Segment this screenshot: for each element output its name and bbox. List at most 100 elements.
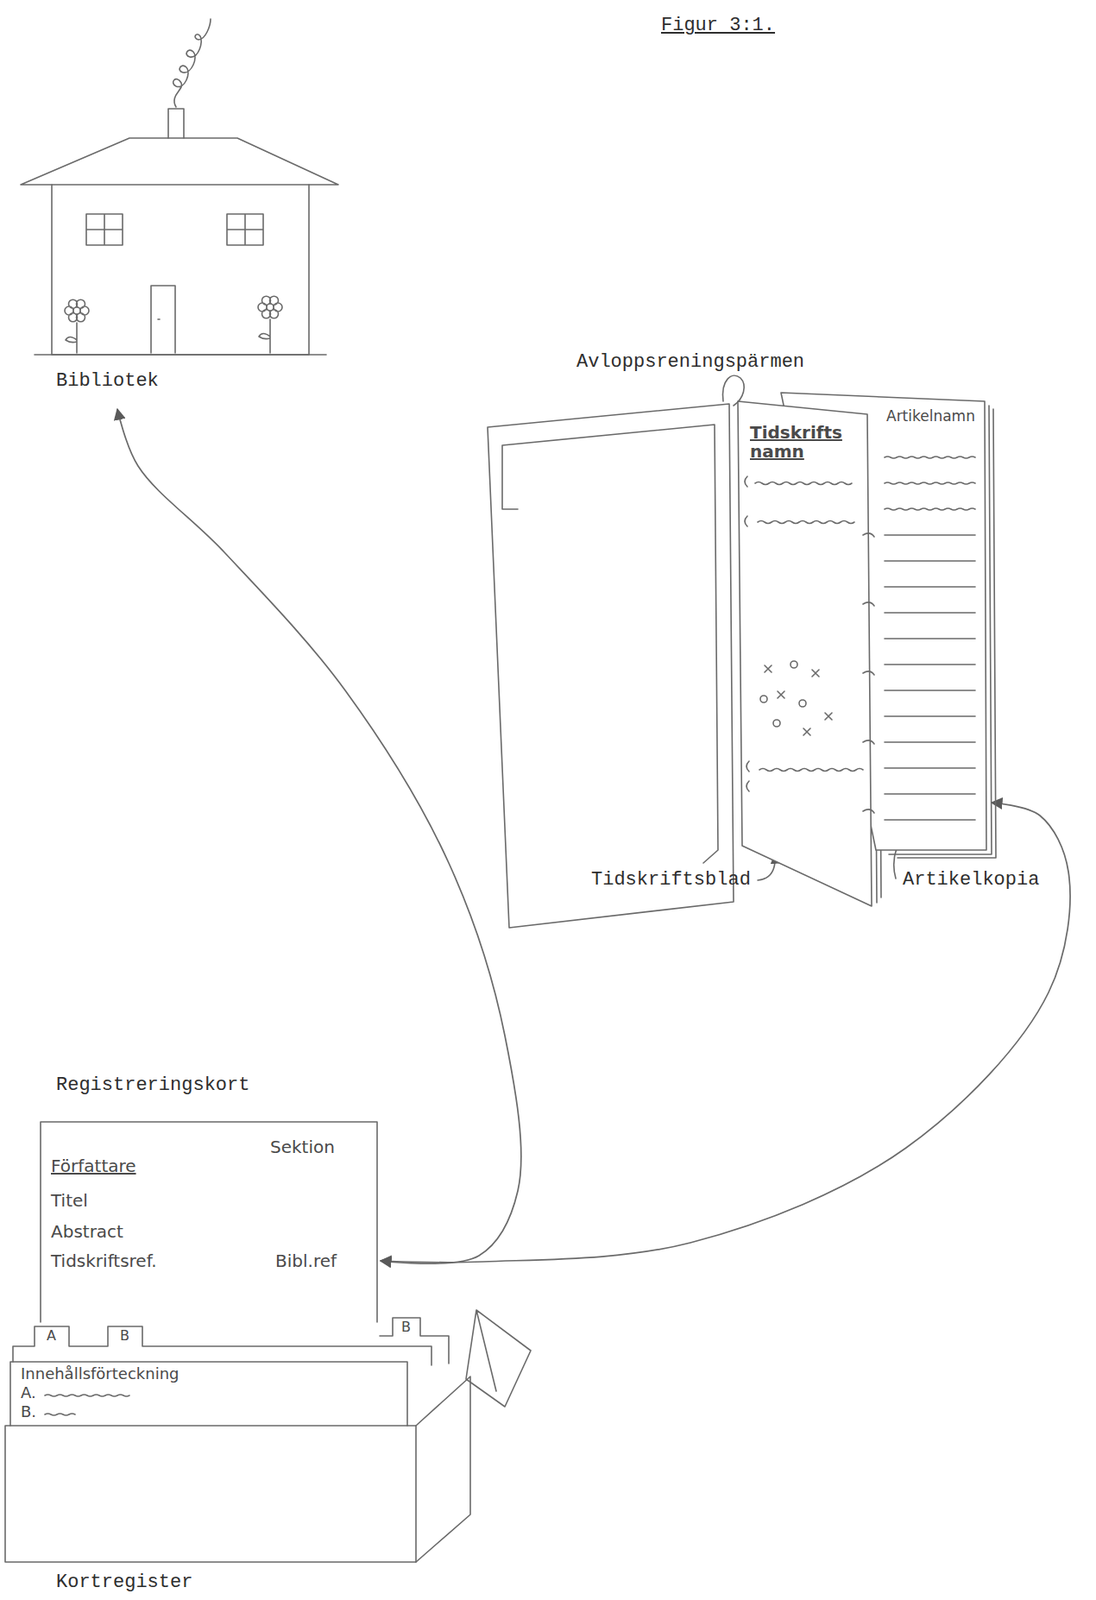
text-holder: Titel: [50, 1190, 89, 1210]
box-label: Kortregister: [56, 1572, 193, 1594]
text-holder: Tidskrifts namn: [749, 422, 854, 461]
text-line: [884, 456, 976, 459]
circle-mark: [799, 699, 807, 707]
text-line: [884, 793, 976, 795]
ground-line: [34, 353, 327, 356]
label-holder: B: [119, 1328, 130, 1344]
library-house: Bibliotek: [0, 0, 346, 406]
flower-stem: [65, 322, 77, 353]
drawing-group: [5, 1310, 531, 1563]
journal-page-label: Tidskriftsblad: [591, 869, 751, 891]
article-name: Artikelnamn: [886, 408, 976, 425]
circle-mark: [790, 661, 798, 668]
text-holder: Artikelkopia: [902, 869, 1040, 891]
binder-cover: [487, 403, 734, 928]
text-line: [884, 637, 976, 640]
card-field: Titel: [50, 1190, 89, 1210]
card-box: InnehållsförteckningA.B. Kortregister Regi…: [0, 1061, 544, 1597]
text-line: [884, 741, 976, 744]
circle-mark: [773, 719, 781, 727]
cross-mark: [777, 691, 785, 699]
binder: AvloppsreningspärmenTidskrifts namnTidsk…: [470, 345, 1010, 933]
smoke: [173, 18, 211, 108]
cross-mark: [825, 712, 832, 720]
label-holder: A: [46, 1328, 57, 1344]
card-field: Sektion: [270, 1137, 335, 1157]
text-holder: A.: [20, 1384, 37, 1402]
chimney: [168, 108, 184, 139]
text-line: [884, 508, 976, 511]
cross-mark: [812, 669, 819, 677]
journal-sheet: [737, 401, 872, 907]
text-holder: Bibl.ref: [275, 1251, 337, 1271]
title-holder: Figur 3:1.: [661, 15, 775, 37]
label-holder: B: [401, 1319, 411, 1336]
registration-card: RegistreringskortFörfattareSektionTitelA…: [40, 1121, 378, 1323]
flower-stem: [258, 319, 271, 353]
text-holder: Bibliotek: [56, 371, 159, 392]
scribble: [755, 482, 852, 486]
figure-title: Figur 3:1.: [661, 15, 775, 37]
text-line: [884, 534, 976, 536]
flower-head: [64, 299, 89, 322]
text-holder: B.: [20, 1403, 37, 1421]
text-line: [884, 482, 976, 485]
text-holder: Tidskriftsblad: [591, 869, 751, 891]
text-holder: Författare: [50, 1156, 137, 1176]
card-field: Abstract: [50, 1221, 124, 1241]
text-holder: Avloppsreningspärmen: [576, 352, 805, 373]
tab-letter: B: [119, 1328, 130, 1344]
card-field: Tidskriftsref.: [50, 1251, 158, 1271]
window: [226, 214, 264, 246]
text-line: [884, 767, 976, 769]
card-field: Bibl.ref: [275, 1251, 337, 1271]
text-holder: Sektion: [270, 1137, 335, 1157]
house-label: Bibliotek: [56, 371, 159, 392]
text-holder: Innehållsförteckning: [20, 1365, 179, 1383]
card-label: Registreringskort: [56, 1075, 250, 1096]
box-flap: [466, 1310, 531, 1407]
door-knob: [157, 318, 160, 321]
box-front: [5, 1425, 416, 1563]
connector-arrow: [117, 409, 522, 1264]
window: [86, 214, 123, 246]
text-line: [884, 818, 976, 821]
drawing-group: [781, 392, 987, 851]
card-outline: [40, 1121, 378, 1323]
scribble: [44, 1413, 76, 1416]
flower-head: [258, 296, 283, 319]
index-heading: Innehållsförteckning: [20, 1365, 179, 1383]
tab-letter: B: [401, 1319, 411, 1336]
text-holder: Registreringskort: [56, 1075, 250, 1096]
scribble: [759, 768, 863, 772]
index-card: [10, 1361, 408, 1426]
drawing-group: [40, 1121, 378, 1323]
journal-page-drawing: [737, 396, 881, 915]
drawing-group: [20, 18, 339, 355]
house-wall: [51, 184, 309, 355]
index-line: A.: [20, 1384, 37, 1402]
door: [151, 285, 176, 353]
scribble: [757, 521, 855, 524]
text-line: [884, 585, 976, 588]
box-side: [415, 1376, 471, 1563]
margin-curl: [744, 476, 750, 792]
cover-inner-edge: [502, 424, 719, 863]
tab-letter: A: [46, 1328, 57, 1344]
divider-card: [379, 1317, 449, 1364]
cross-mark: [764, 665, 772, 673]
scribble: [44, 1394, 130, 1397]
house-roof: [20, 138, 339, 185]
text-line: [884, 611, 976, 614]
text-line: [884, 663, 976, 666]
text-holder: Kortregister: [56, 1572, 193, 1594]
connector-arrow: [380, 802, 1071, 1263]
card-field: Författare: [50, 1156, 137, 1176]
text-line: [884, 560, 976, 562]
drawing-group: [737, 401, 875, 907]
article-sheet: [781, 392, 987, 851]
text-line: [884, 689, 976, 692]
drawing-group: [487, 375, 996, 928]
text-holder: Artikelnamn: [886, 408, 976, 425]
